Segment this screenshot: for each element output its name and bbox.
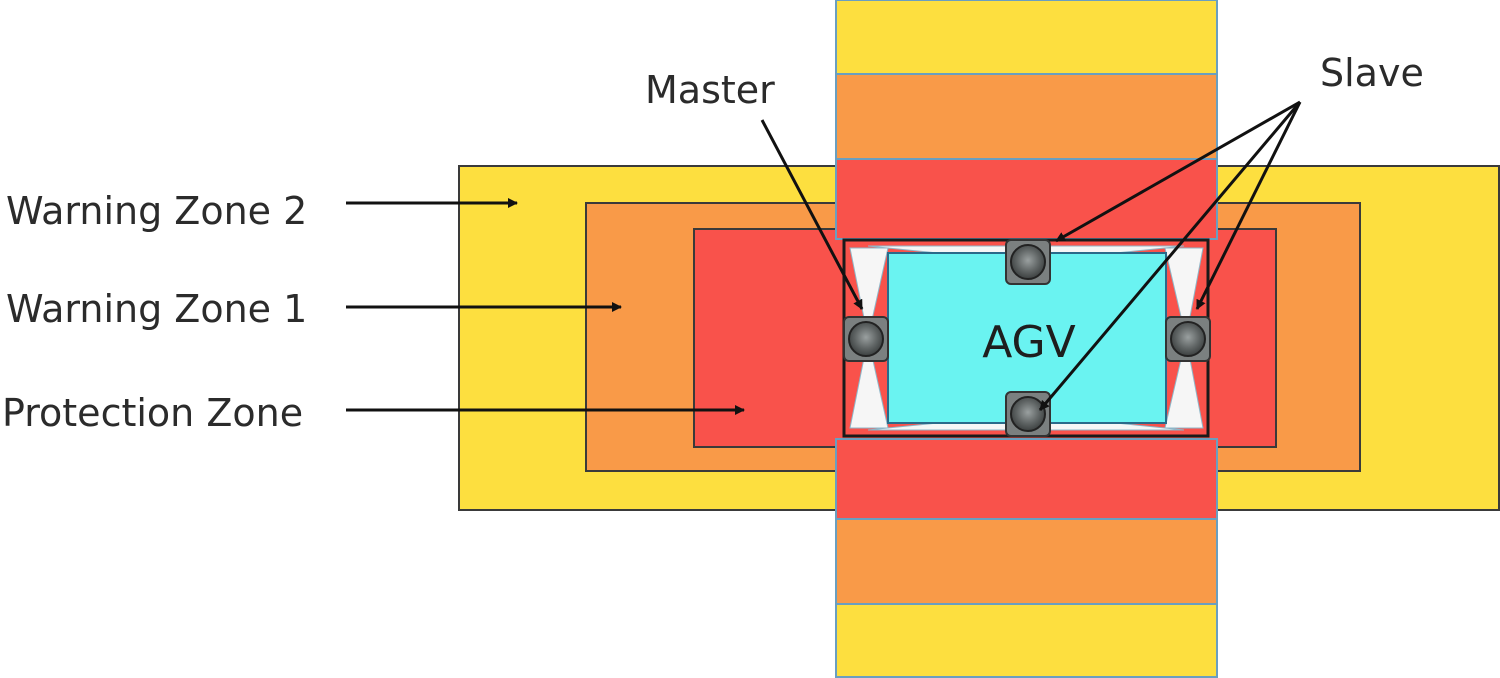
sensor-left-master-icon [843, 316, 889, 362]
warning-zone-2-top [835, 0, 1218, 75]
slave-arrow-right-icon [1195, 101, 1302, 310]
master-label: Master [645, 68, 775, 112]
vertical-zone-band [835, 0, 1218, 678]
sensor-top-slave-icon [1005, 239, 1051, 285]
sensor-bottom-slave-icon [1005, 391, 1051, 437]
warning-zone-2-bottom [835, 603, 1218, 678]
warning-zone-1-top [835, 73, 1218, 160]
agv-label: AGV [982, 317, 1076, 368]
warning-zone-1-label: Warning Zone 1 [6, 287, 307, 331]
slave-arrow-top-icon [1055, 100, 1301, 243]
slave-arrow-bottom-icon [1038, 101, 1302, 411]
protection-zone-label: Protection Zone [2, 391, 303, 435]
warning-zone-2-label: Warning Zone 2 [6, 189, 307, 233]
warning-zone-1-bottom [835, 518, 1218, 605]
slave-label: Slave [1320, 51, 1424, 95]
master-arrow-icon [760, 119, 864, 310]
protection-zone-top [835, 158, 1218, 240]
protection-zone-bottom [835, 438, 1218, 520]
sensor-right-slave-icon [1165, 316, 1211, 362]
